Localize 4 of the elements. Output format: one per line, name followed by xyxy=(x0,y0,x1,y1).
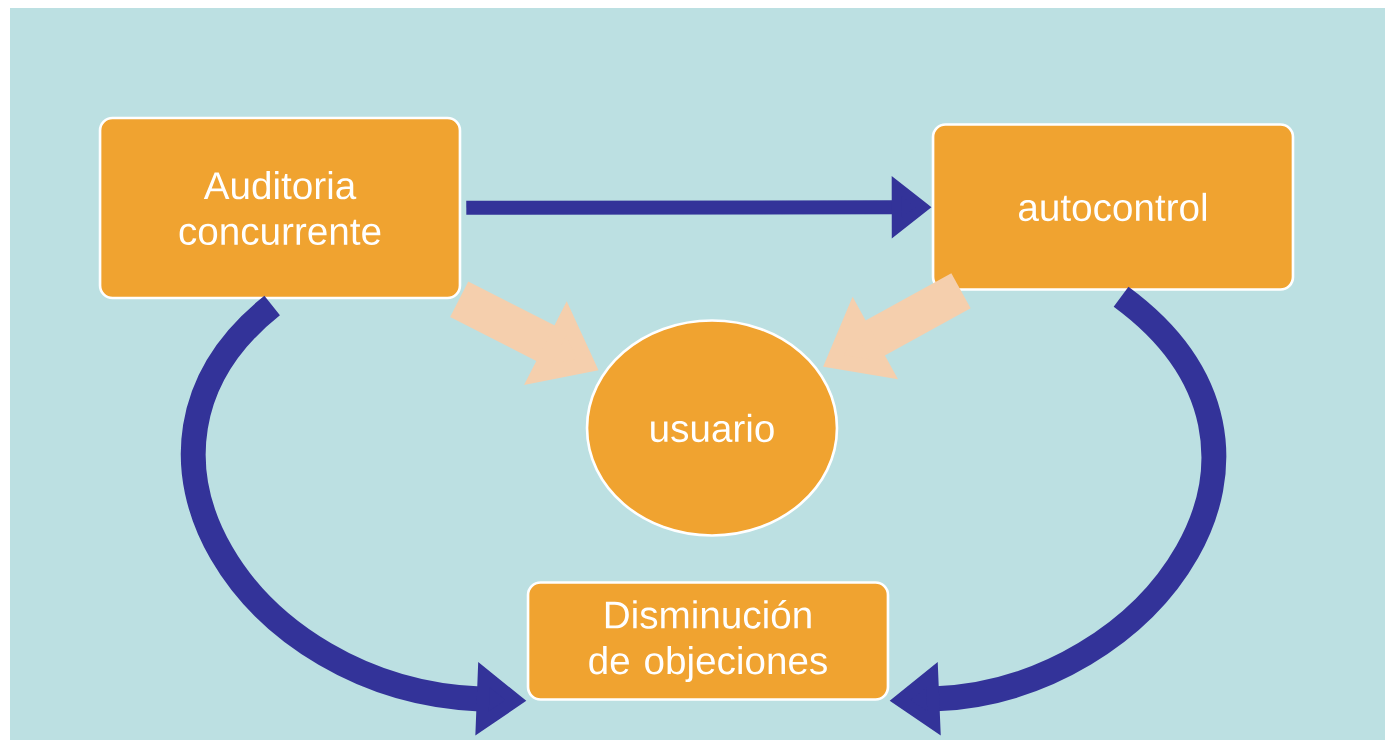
process-box: Disminución de objeciones xyxy=(526,581,890,701)
process-box: autocontrol xyxy=(931,123,1295,291)
process-box: Auditoria concurrente xyxy=(98,116,462,300)
ellipse-node: usuario xyxy=(585,319,839,537)
